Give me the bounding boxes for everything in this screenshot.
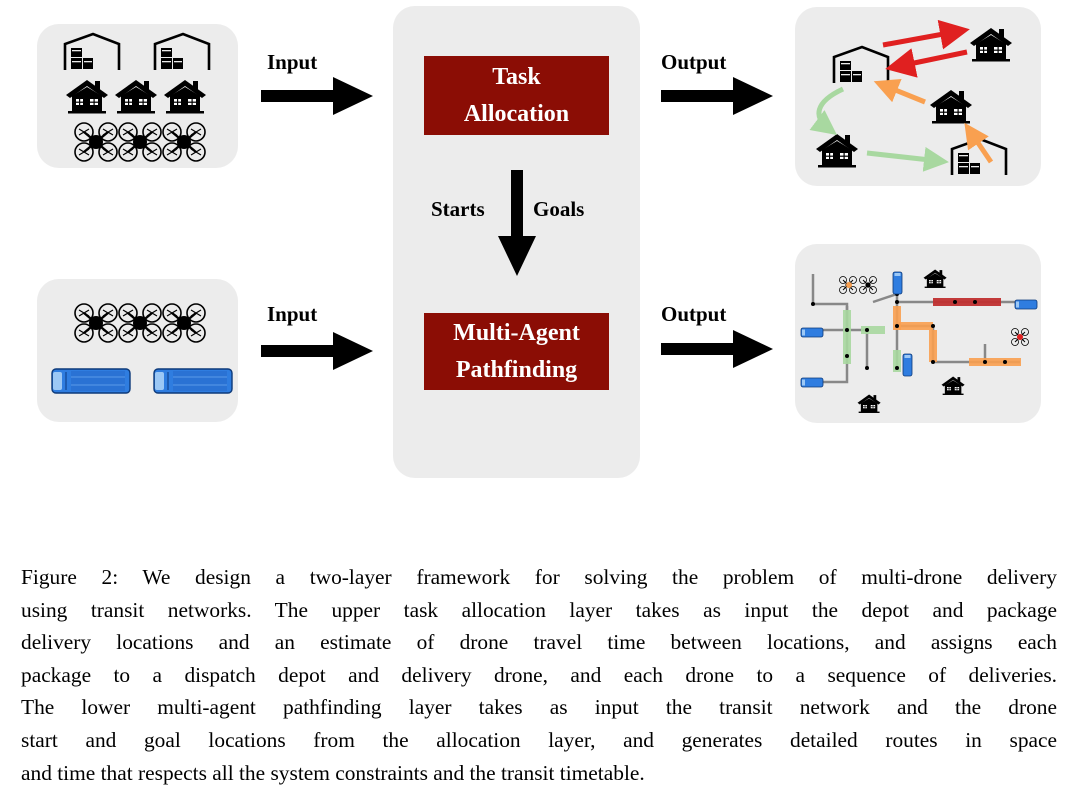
bottom-input-label: Input — [267, 302, 318, 326]
down-arrow — [498, 170, 536, 276]
top-input-label: Input — [267, 50, 318, 74]
top-output-label: Output — [661, 50, 727, 74]
task-allocation-line1: Task — [492, 63, 541, 90]
bus-icon — [153, 368, 233, 394]
caption-line: Figure 2: We design a two-layer framewor… — [21, 565, 1057, 589]
caption-line: delivery locations and an estimate of dr… — [21, 630, 1057, 655]
house-icon — [857, 394, 881, 413]
task-allocation-box: Task Allocation — [424, 56, 609, 135]
bottom-output-arrow — [661, 330, 773, 368]
bus-icon — [902, 353, 913, 377]
house-icon — [816, 134, 858, 168]
allocation-output-graphic — [809, 19, 1012, 177]
bus-icon — [800, 377, 824, 388]
task-input-icons — [63, 32, 211, 163]
house-icon — [930, 90, 972, 124]
depot-icon — [153, 32, 211, 72]
path-input-icons — [51, 302, 233, 394]
bus-icon — [800, 327, 824, 338]
caption-line: start and goal locations from the alloca… — [21, 727, 1057, 752]
house-icon — [164, 80, 206, 114]
figure-caption: Figure 2: We design a two-layer framewor… — [21, 561, 1057, 789]
bus-icon — [892, 271, 903, 295]
bus-icon — [1014, 299, 1038, 310]
drone-icon — [161, 302, 207, 344]
bottom-output-label: Output — [661, 302, 727, 326]
pathfinding-output-panel — [795, 244, 1041, 423]
drone-icon — [161, 121, 207, 163]
task-allocation-line2: Allocation — [463, 100, 570, 127]
goals-label: Goals — [533, 197, 585, 221]
path-input-panel — [37, 279, 238, 422]
drone-icon — [73, 302, 119, 344]
caption-line: The lower multi-agent pathfinding layer … — [21, 695, 1057, 720]
house-icon — [941, 376, 965, 395]
drone-icon — [117, 302, 163, 344]
drone-icon — [117, 121, 163, 163]
caption-line: package to a dispatch depot and delivery… — [21, 662, 1057, 687]
depot-icon — [63, 32, 121, 72]
drone-icon — [859, 276, 877, 294]
house-icon — [66, 80, 108, 114]
depot-icon — [832, 45, 890, 85]
top-input-arrow — [261, 77, 373, 115]
house-icon — [115, 80, 157, 114]
bus-icon — [51, 368, 131, 394]
house-icon — [923, 269, 947, 288]
mapf-box: Multi-Agent Pathfinding — [424, 313, 609, 390]
mapf-line1: Multi-Agent — [453, 319, 580, 346]
top-output-arrow — [661, 77, 773, 115]
starts-label: Starts — [431, 197, 485, 221]
caption-line: using transit networks. The upper task a… — [21, 597, 1057, 622]
bottom-input-arrow — [261, 332, 373, 370]
drone-icon — [73, 121, 119, 163]
pathfinding-output-graphic — [800, 269, 1038, 413]
house-icon — [970, 28, 1012, 62]
caption-line: and time that respects all the system co… — [21, 760, 645, 785]
mapf-line2: Pathfinding — [455, 356, 578, 383]
